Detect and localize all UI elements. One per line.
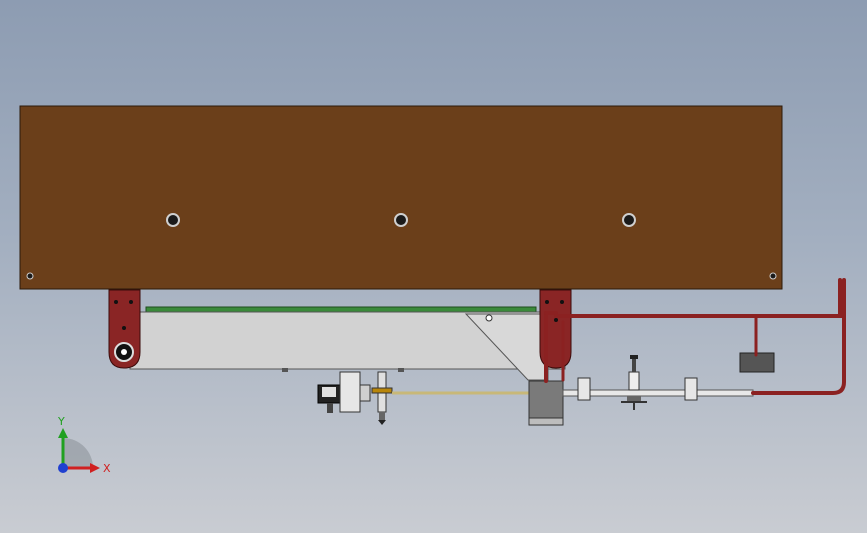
wood-panel[interactable] [19, 105, 783, 290]
x-axis-arrow [90, 463, 100, 473]
y-axis-arrow [58, 428, 68, 438]
screw-hole [26, 272, 34, 280]
conveyor-belt [145, 306, 537, 313]
axis-triad: Y X [57, 415, 111, 475]
bolt-hole [394, 213, 408, 227]
left-bracket[interactable] [108, 289, 141, 369]
screw-hole [769, 272, 777, 280]
y-axis-label: Y [57, 415, 65, 428]
nozzle-assembly[interactable] [371, 371, 393, 425]
bolt-hole [622, 213, 636, 227]
pipe-network[interactable] [544, 278, 846, 395]
conveyor-screw [485, 314, 493, 322]
x-axis-label: X [103, 462, 111, 475]
conveyor[interactable] [129, 306, 566, 381]
z-axis-dot [58, 463, 68, 473]
gearbox-block[interactable] [528, 380, 564, 426]
drive-motor[interactable] [317, 371, 371, 413]
panel-bolt-holes [26, 213, 777, 280]
bolt-hole [166, 213, 180, 227]
coupling [684, 377, 698, 401]
coupling [577, 377, 591, 401]
output-shaft[interactable] [562, 355, 754, 410]
